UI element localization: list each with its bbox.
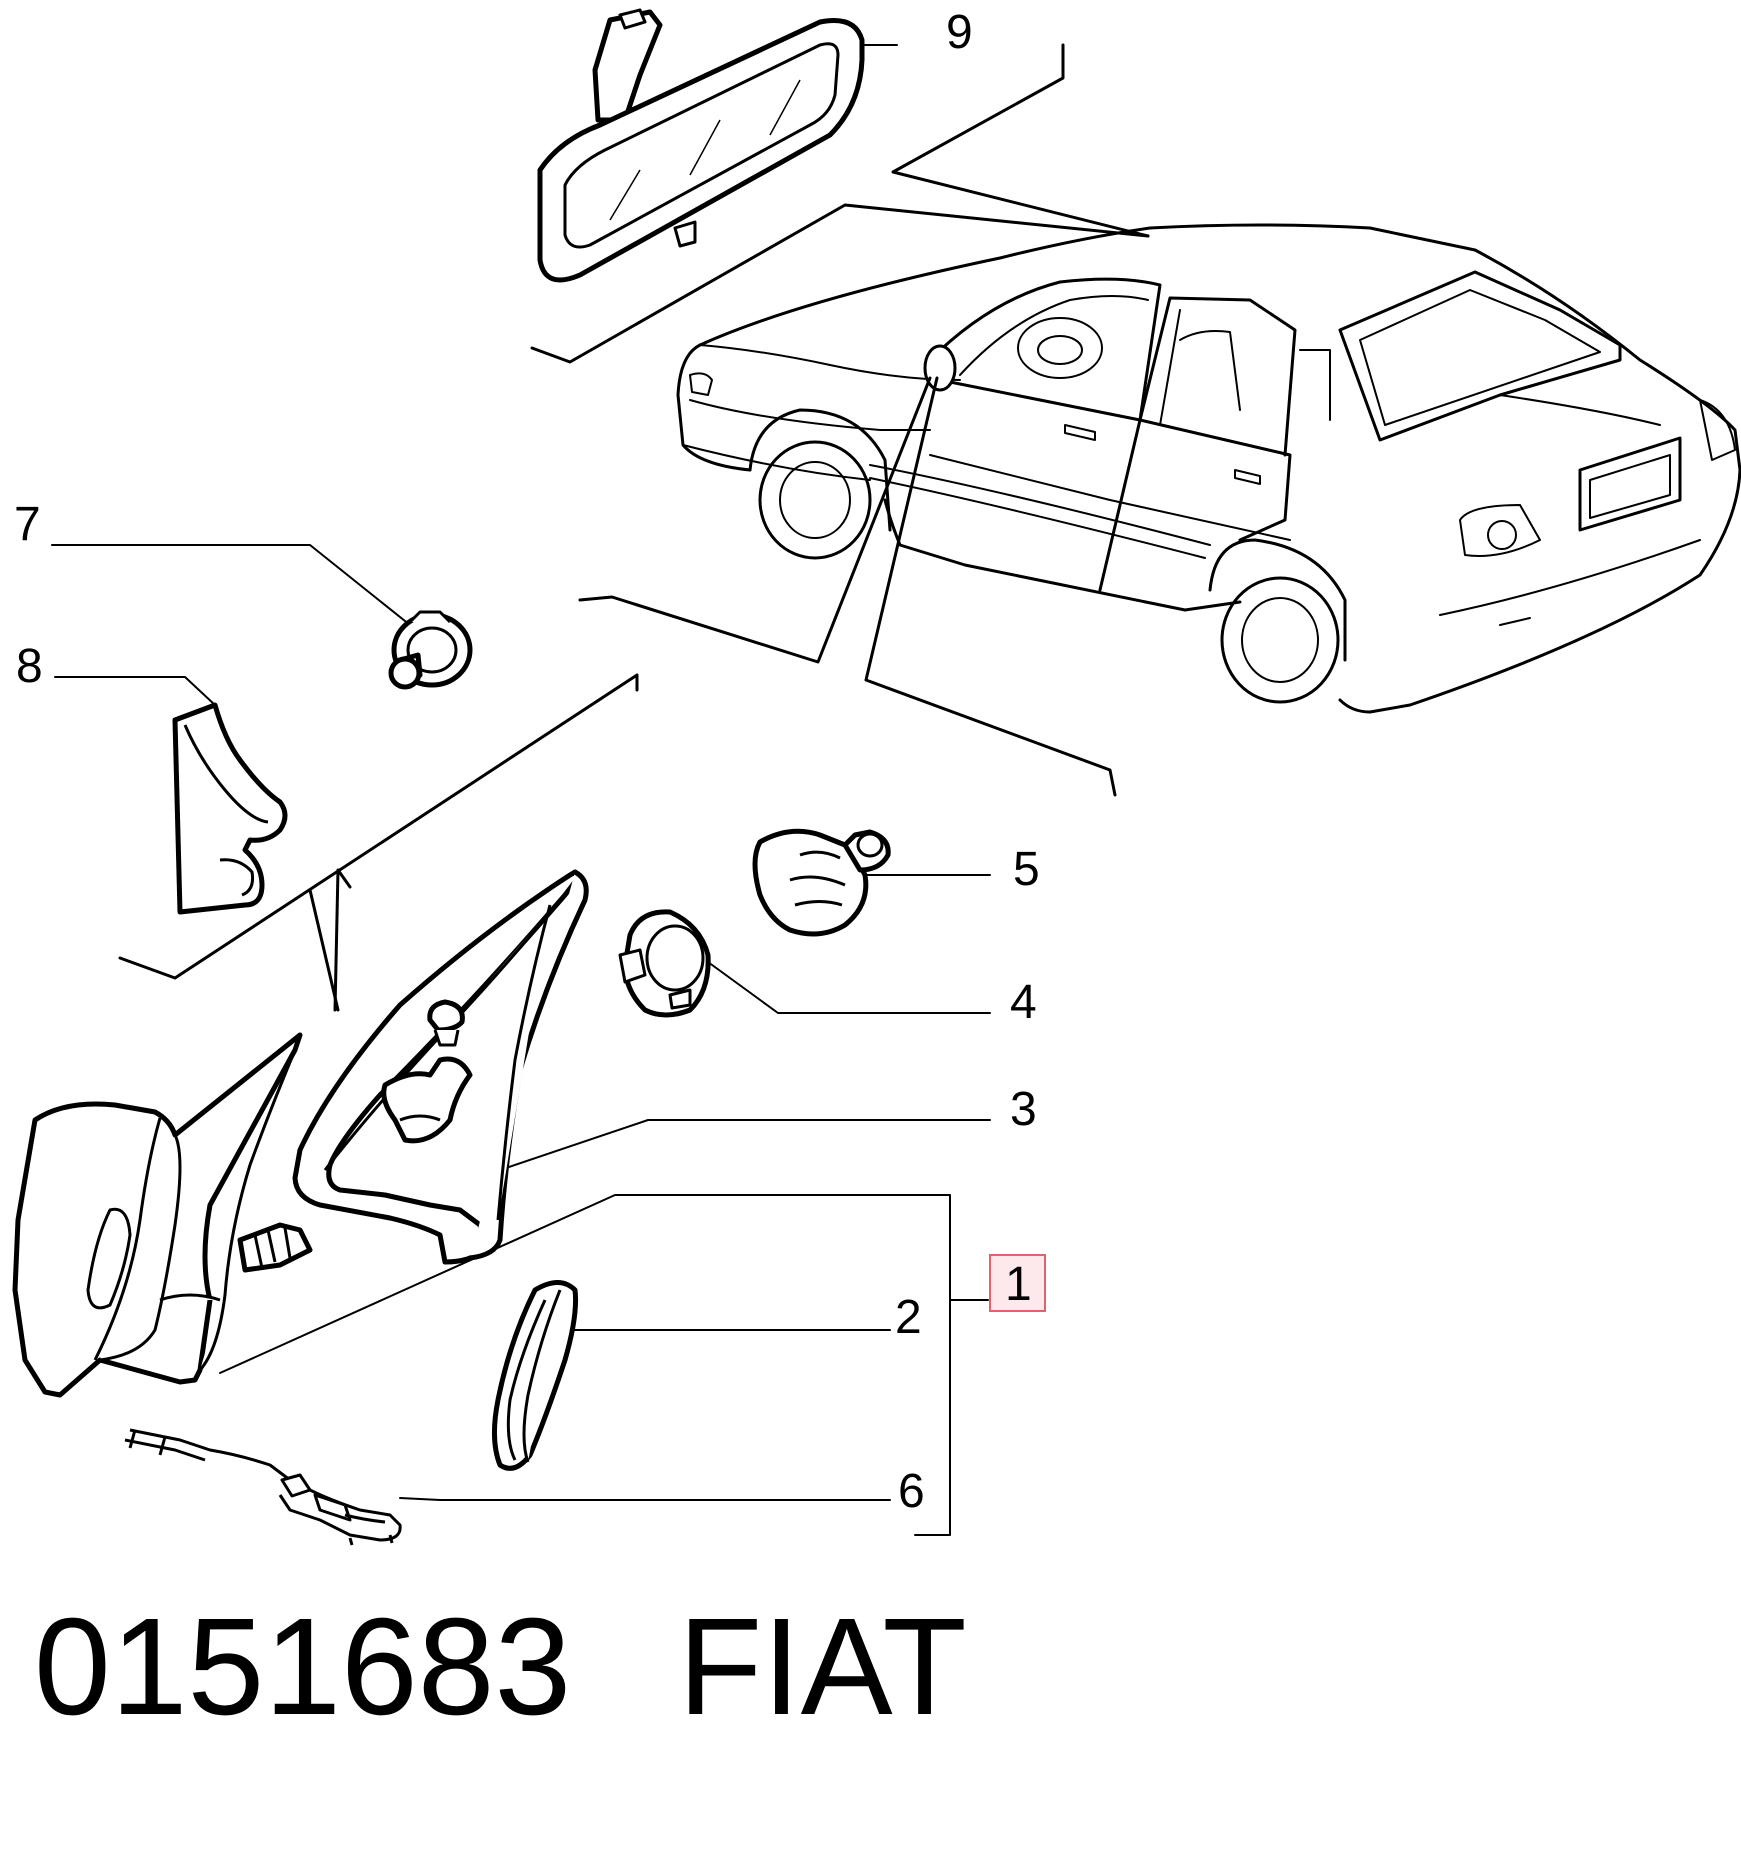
callout-6: 6 (898, 1465, 925, 1518)
part-7-clip (388, 610, 473, 690)
part-6-cable (124, 1428, 402, 1546)
part-2-mirror-glass (491, 1280, 579, 1471)
part-4-socket (618, 909, 711, 1018)
part-9-interior-mirror (537, 8, 865, 283)
callout-7: 7 (14, 498, 41, 551)
part-3-housing (292, 869, 589, 1265)
callout-8: 8 (16, 640, 43, 693)
part-number: 0151683 (34, 1590, 572, 1744)
part-1-mirror-body (12, 1032, 313, 1398)
callout-9: 9 (946, 6, 973, 59)
callout-4: 4 (1010, 976, 1037, 1029)
brand-name: FIAT (678, 1590, 967, 1744)
car-side-mirror (923, 344, 957, 392)
callout-labels: 9 7 8 5 4 3 1 2 6 (14, 6, 1040, 1518)
part-8-cover (172, 702, 288, 915)
callout-2: 2 (895, 1291, 922, 1344)
callout-1: 1 (1005, 1258, 1032, 1311)
part-5-bulb (752, 828, 891, 937)
callout-5: 5 (1013, 843, 1040, 896)
callout-1-highlight (989, 1254, 1046, 1312)
car-illustration (676, 223, 1741, 714)
callout-3: 3 (1010, 1083, 1037, 1136)
